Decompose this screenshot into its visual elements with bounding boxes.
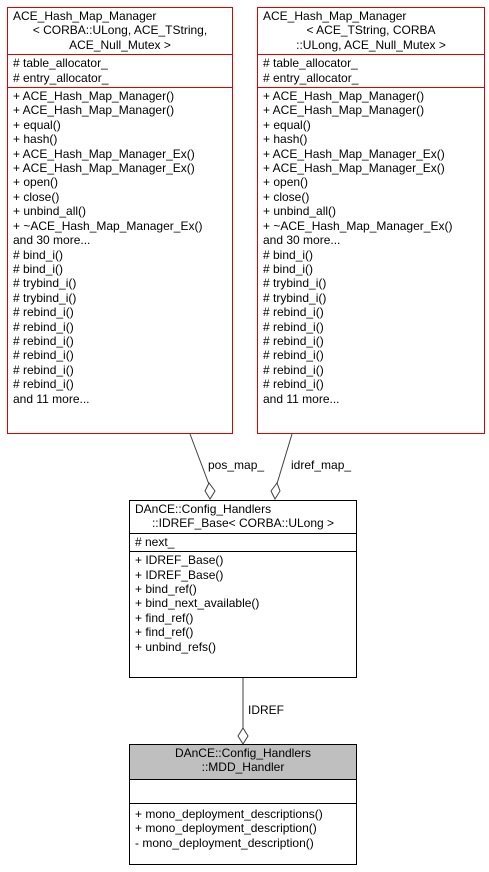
methods-section: + mono_deployment_descriptions() + mono_… <box>130 802 356 852</box>
method-item: + ACE_Hash_Map_Manager_Ex() <box>263 146 445 161</box>
method-item: + unbind_all() <box>263 204 337 219</box>
edge-idref-map-diamond <box>270 481 281 501</box>
class-title-line: ::ULong, ACE_Null_Mutex > <box>296 37 446 52</box>
more-methods-item[interactable]: and 30 more... <box>263 233 341 248</box>
class-title: DAnCE::Config_Handlers ::IDREF_Base< COR… <box>130 501 356 533</box>
method-item: # rebind_i() <box>263 319 324 334</box>
method-item: + ACE_Hash_Map_Manager() <box>263 103 425 118</box>
attributes-section: # table_allocator_ # entry_allocator_ <box>8 54 232 87</box>
method-item: # trybind_i() <box>263 290 327 305</box>
class-title-line: ::MDD_Handler <box>201 760 285 775</box>
method-item: # rebind_i() <box>13 377 74 392</box>
attributes-section: # next_ <box>130 532 356 551</box>
method-item: # trybind_i() <box>263 276 327 291</box>
method-item: + ACE_Hash_Map_Manager() <box>13 103 175 118</box>
method-item: + find_ref() <box>135 625 194 640</box>
methods-section: + ACE_Hash_Map_Manager() + ACE_Hash_Map_… <box>8 87 232 408</box>
class-title: ACE_Hash_Map_Manager < CORBA::ULong, ACE… <box>8 8 232 54</box>
attribute-item: # next_ <box>135 534 175 549</box>
method-item: # trybind_i() <box>13 290 77 305</box>
edge-pos-map-diamond <box>204 482 216 500</box>
class-title-line: DAnCE::Config_Handlers <box>174 746 312 760</box>
method-item: # rebind_i() <box>13 333 74 348</box>
method-item: + ACE_Hash_Map_Manager() <box>263 89 425 104</box>
method-item: + close() <box>13 189 60 204</box>
class-box-hash-map-ulong-tstring[interactable]: ACE_Hash_Map_Manager < CORBA::ULong, ACE… <box>7 7 233 434</box>
edge-label-idref-map: idref_map_ <box>291 458 352 472</box>
methods-section: + IDREF_Base() + IDREF_Base() + bind_ref… <box>130 551 356 656</box>
method-item: # rebind_i() <box>13 348 74 363</box>
method-item: # bind_i() <box>13 261 64 276</box>
method-item: # rebind_i() <box>263 377 324 392</box>
class-title: ACE_Hash_Map_Manager < ACE_TString, CORB… <box>258 8 484 54</box>
class-title-line: ACE_Hash_Map_Manager <box>263 9 407 23</box>
method-item: + ACE_Hash_Map_Manager_Ex() <box>13 161 195 176</box>
method-item: + mono_deployment_descriptions() <box>135 806 323 821</box>
edge-pos-map-line <box>189 433 211 488</box>
more-methods-item[interactable]: and 30 more... <box>13 233 91 248</box>
class-title: DAnCE::Config_Handlers ::MDD_Handler <box>130 745 356 779</box>
method-item: + bind_ref() <box>135 582 197 597</box>
class-box-hash-map-tstring-ulong[interactable]: ACE_Hash_Map_Manager < ACE_TString, CORB… <box>257 7 485 434</box>
more-methods-item[interactable]: and 11 more... <box>263 391 340 406</box>
method-item: + unbind_all() <box>13 204 87 219</box>
methods-section: + ACE_Hash_Map_Manager() + ACE_Hash_Map_… <box>258 87 484 408</box>
method-item: # bind_i() <box>263 247 314 262</box>
class-title-line: ACE_Null_Mutex > <box>69 37 171 52</box>
method-item: # rebind_i() <box>263 305 324 320</box>
class-title-line: < ACE_TString, CORBA <box>306 23 436 38</box>
edge-label-idref: IDREF <box>248 703 284 717</box>
method-item: + open() <box>13 175 59 190</box>
method-item: + close() <box>263 189 310 204</box>
method-item: # rebind_i() <box>263 362 324 377</box>
method-item: + hash() <box>263 132 308 147</box>
method-item: # bind_i() <box>263 261 314 276</box>
method-item: + ACE_Hash_Map_Manager_Ex() <box>263 161 445 176</box>
method-item: + unbind_refs() <box>135 639 217 654</box>
method-item: # trybind_i() <box>13 276 77 291</box>
method-item: # rebind_i() <box>13 305 74 320</box>
method-item: + hash() <box>13 132 58 147</box>
edge-idref-diamond <box>237 727 249 745</box>
method-item: + ~ACE_Hash_Map_Manager_Ex() <box>263 218 453 233</box>
class-box-mdd-handler[interactable]: DAnCE::Config_Handlers ::MDD_Handler + m… <box>129 744 357 865</box>
method-item: # bind_i() <box>13 247 64 262</box>
class-title-line: ::IDREF_Base< CORBA::ULong > <box>151 516 335 531</box>
method-item: # rebind_i() <box>13 362 74 377</box>
attribute-item: # entry_allocator_ <box>13 70 109 85</box>
class-title-line: < CORBA::ULong, ACE_TString, <box>32 23 208 38</box>
edge-idref-map-line <box>275 433 293 488</box>
method-item: + ACE_Hash_Map_Manager_Ex() <box>13 146 195 161</box>
attributes-section: # table_allocator_ # entry_allocator_ <box>258 54 484 87</box>
attribute-item: # entry_allocator_ <box>263 70 359 85</box>
edge-label-pos-map: pos_map_ <box>208 458 265 472</box>
more-methods-item[interactable]: and 11 more... <box>13 391 90 406</box>
method-item: + equal() <box>13 117 61 132</box>
method-item: - mono_deployment_description() <box>135 835 314 850</box>
method-item: + ACE_Hash_Map_Manager() <box>13 89 175 104</box>
method-item: + open() <box>263 175 309 190</box>
method-item: # rebind_i() <box>263 348 324 363</box>
class-title-line: DAnCE::Config_Handlers <box>135 502 272 516</box>
method-item: + bind_next_available() <box>135 596 260 611</box>
class-title-line: ACE_Hash_Map_Manager <box>13 9 157 23</box>
method-item: # rebind_i() <box>263 333 324 348</box>
method-item: + IDREF_Base() <box>135 553 224 568</box>
attributes-section <box>130 778 356 803</box>
method-item: + find_ref() <box>135 610 194 625</box>
attribute-item: # table_allocator_ <box>13 56 108 71</box>
method-item: # rebind_i() <box>13 319 74 334</box>
method-item: + IDREF_Base() <box>135 567 224 582</box>
class-box-idref-base[interactable]: DAnCE::Config_Handlers ::IDREF_Base< COR… <box>129 500 357 678</box>
method-item: + mono_deployment_description() <box>135 821 317 836</box>
attribute-item: # table_allocator_ <box>263 56 358 71</box>
method-item: + ~ACE_Hash_Map_Manager_Ex() <box>13 218 203 233</box>
method-item: + equal() <box>263 117 311 132</box>
